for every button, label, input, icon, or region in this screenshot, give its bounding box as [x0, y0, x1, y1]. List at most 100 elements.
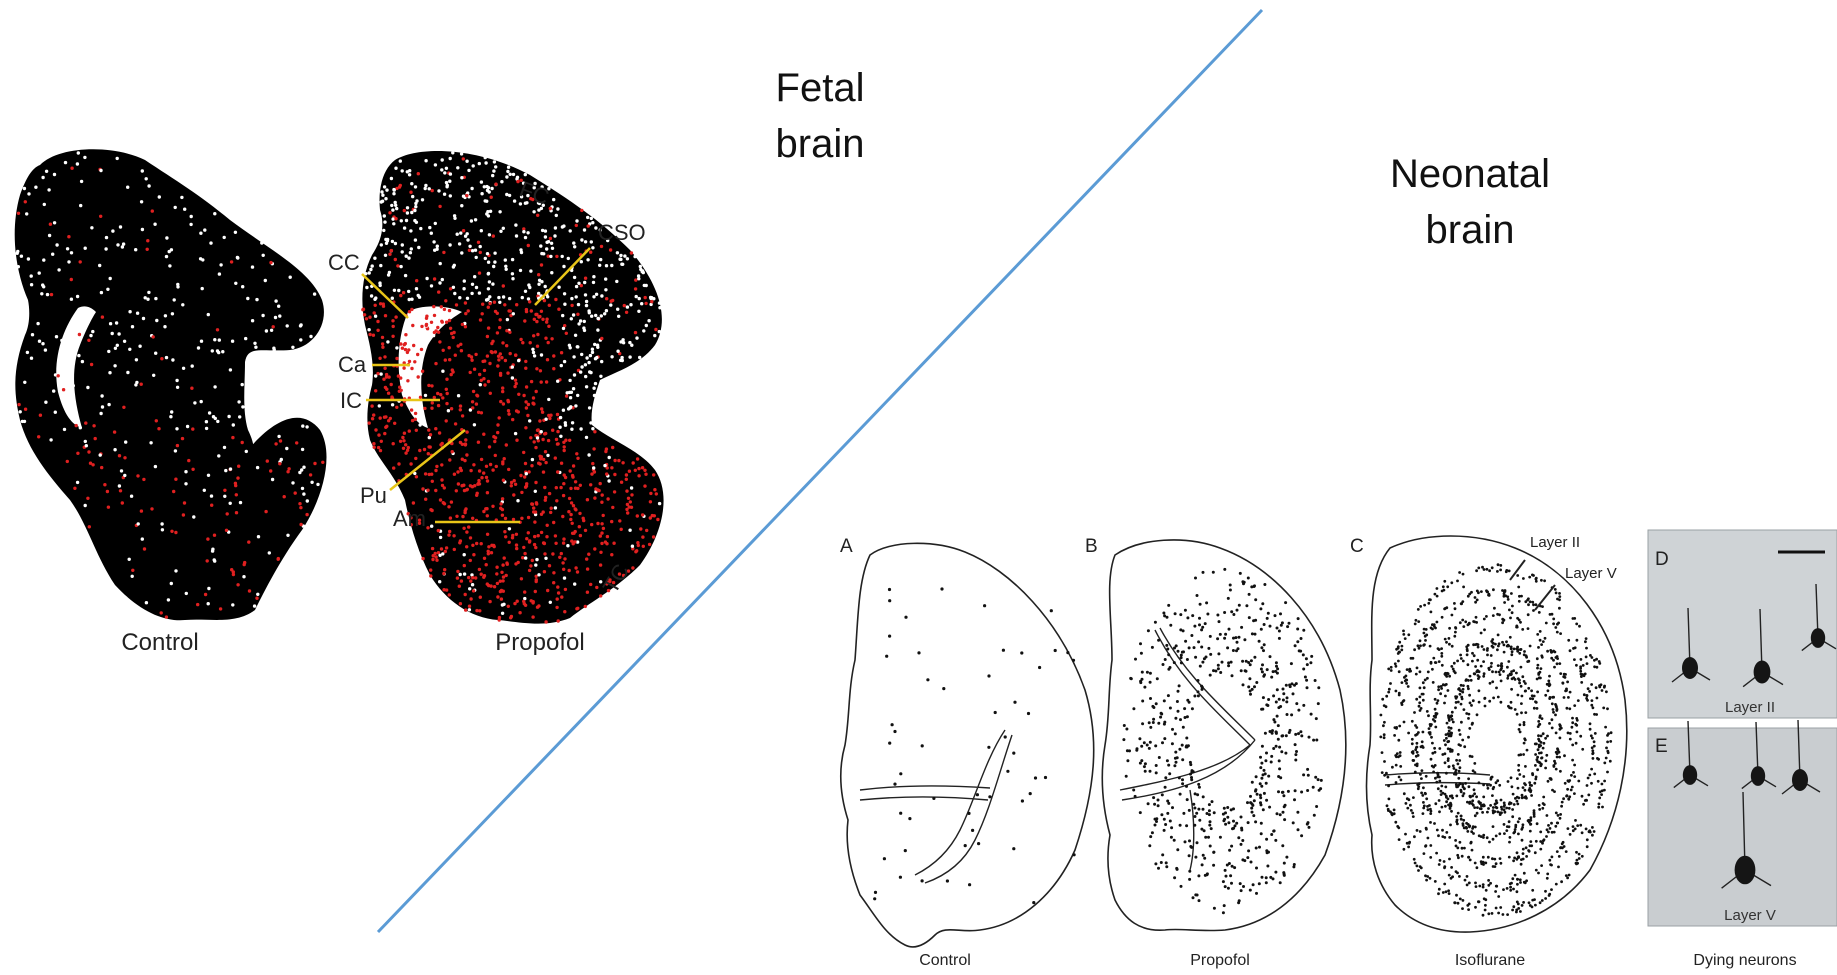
- section-c-dot: [1517, 694, 1520, 697]
- fetal-propofol-dot: [376, 329, 379, 332]
- fetal-propofol-dot: [498, 301, 501, 304]
- fetal-control-dot: [272, 347, 275, 350]
- section-b-dot: [1199, 603, 1202, 606]
- section-c-dot: [1516, 796, 1519, 799]
- section-c-dot: [1486, 811, 1489, 814]
- section-b-dot: [1193, 646, 1196, 649]
- fetal-propofol-dot: [515, 547, 518, 550]
- section-c-dot: [1534, 904, 1537, 907]
- section-c-dot: [1429, 856, 1432, 859]
- section-c-dot: [1571, 786, 1574, 789]
- section-b-dot: [1258, 846, 1261, 849]
- fetal-control-dot: [163, 325, 166, 328]
- section-a-dot: [873, 897, 876, 900]
- fetal-propofol-dot: [438, 340, 441, 343]
- fetal-propofol-dot: [521, 341, 524, 344]
- section-c-dot: [1531, 772, 1534, 775]
- section-c-dot: [1499, 906, 1502, 909]
- fetal-control-dot: [41, 176, 44, 179]
- section-c-dot: [1486, 647, 1489, 650]
- section-b-dot: [1188, 870, 1191, 873]
- fetal-propofol-dot: [626, 257, 629, 260]
- fetal-control-dot: [111, 229, 114, 232]
- fetal-control-dot: [146, 298, 149, 301]
- fetal-propofol-dot: [511, 418, 514, 421]
- fetal-propofol-dot: [527, 244, 530, 247]
- fetal-propofol-dot: [625, 489, 628, 492]
- section-b-dot: [1179, 613, 1182, 616]
- section-b-dot: [1167, 604, 1170, 607]
- fetal-propofol-dot: [464, 509, 467, 512]
- fetal-propofol-dot: [394, 201, 397, 204]
- section-c-dot: [1407, 732, 1410, 735]
- fetal-propofol-dot: [650, 300, 653, 303]
- section-c-dot: [1393, 812, 1396, 815]
- section-c-dot: [1538, 804, 1541, 807]
- section-c-dot: [1517, 820, 1520, 823]
- section-c-dot: [1571, 717, 1574, 720]
- section-b-dot: [1240, 816, 1243, 819]
- section-b-dot: [1304, 676, 1307, 679]
- fetal-control-dot: [60, 339, 63, 342]
- section-c-dot: [1481, 566, 1484, 569]
- fetal-propofol-dot: [612, 542, 615, 545]
- fetal-propofol-dot: [456, 570, 459, 573]
- fetal-control-dot: [171, 312, 174, 315]
- section-c-dot: [1520, 666, 1523, 669]
- section-b-dot: [1134, 795, 1137, 798]
- fetal-control-dot: [115, 321, 118, 324]
- section-c-dot: [1381, 698, 1384, 701]
- fetal-propofol-dot: [394, 242, 397, 245]
- section-c-dot: [1455, 773, 1458, 776]
- fetal-propofol-dot: [604, 288, 607, 291]
- section-c-dot: [1557, 622, 1560, 625]
- section-c-dot: [1468, 727, 1471, 730]
- section-c-dot: [1471, 827, 1474, 830]
- fetal-propofol-dot: [508, 541, 511, 544]
- fetal-control-dot: [70, 278, 73, 281]
- fetal-propofol-dot: [569, 396, 572, 399]
- fetal-propofol-dot: [491, 505, 494, 508]
- section-c-dot: [1556, 655, 1559, 658]
- section-c-dot: [1430, 611, 1433, 614]
- section-b-dot: [1252, 883, 1255, 886]
- fetal-propofol-dot: [463, 459, 466, 462]
- section-a-dot: [893, 730, 896, 733]
- section-c-dot: [1490, 662, 1493, 665]
- section-b-dot: [1147, 802, 1150, 805]
- fetal-propofol-dot: [569, 229, 572, 232]
- section-a-dot: [891, 723, 894, 726]
- fetal-propofol-dot: [467, 354, 470, 357]
- fetal-propofol-dot: [369, 268, 372, 271]
- fetal-propofol-dot: [392, 192, 395, 195]
- section-c-dot: [1395, 781, 1398, 784]
- section-c-dot: [1595, 686, 1598, 689]
- fetal-propofol-dot: [570, 501, 573, 504]
- fetal-propofol-dot: [373, 446, 376, 449]
- fetal-propofol-dot: [458, 585, 461, 588]
- section-c-dot: [1445, 683, 1448, 686]
- section-c-dot: [1556, 756, 1559, 759]
- section-c-dot: [1444, 673, 1447, 676]
- fetal-propofol-dot: [532, 334, 535, 337]
- section-c-dot: [1460, 602, 1463, 605]
- fetal-propofol-dot: [491, 468, 494, 471]
- fetal-propofol-dot: [496, 582, 499, 585]
- section-c-dot: [1474, 906, 1477, 909]
- section-b-dot: [1186, 798, 1189, 801]
- section-c-dot: [1419, 670, 1422, 673]
- section-b-dot: [1224, 633, 1227, 636]
- fetal-control-dot: [101, 315, 104, 318]
- section-b-dot: [1318, 789, 1321, 792]
- fetal-control-dot: [196, 603, 199, 606]
- section-c-dot: [1513, 648, 1516, 651]
- fetal-propofol-dot: [483, 369, 486, 372]
- section-a-dot: [1044, 776, 1047, 779]
- fetal-propofol-dot: [441, 278, 444, 281]
- fetal-control-dot: [257, 535, 260, 538]
- fetal-propofol-dot: [559, 416, 562, 419]
- section-b-dot: [1276, 715, 1279, 718]
- fetal-propofol-dot: [468, 245, 471, 248]
- fetal-propofol-dot: [403, 432, 406, 435]
- section-b-dot: [1242, 683, 1245, 686]
